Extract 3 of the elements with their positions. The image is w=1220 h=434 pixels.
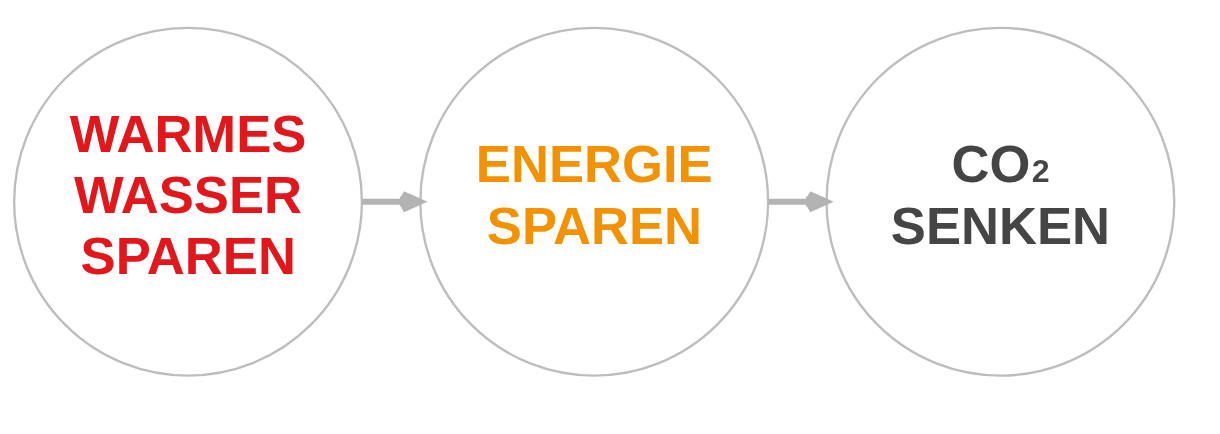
node-circle: WARMES WASSER SPAREN	[13, 26, 364, 377]
node-circle: ENERGIE SPAREN	[419, 26, 770, 377]
node-circle: CO2 SENKEN	[825, 26, 1176, 377]
